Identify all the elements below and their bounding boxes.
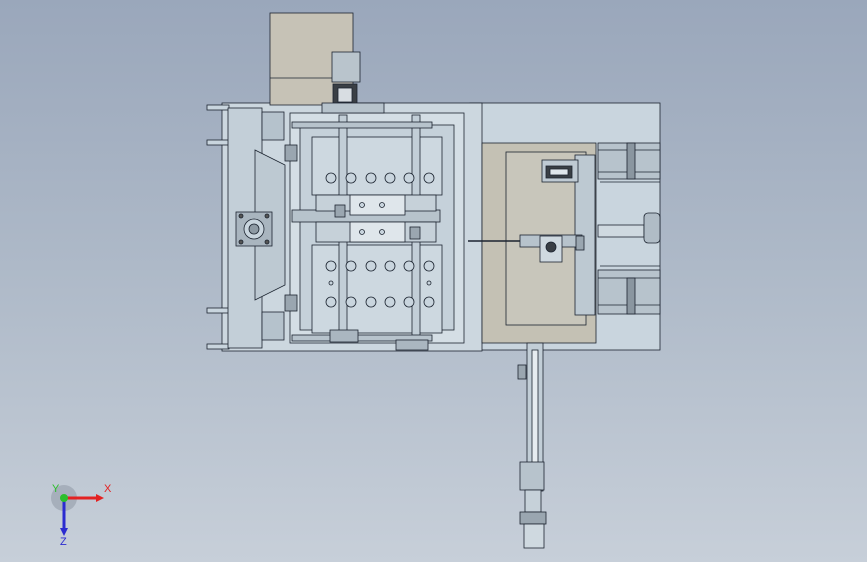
z-axis-label: Z	[60, 536, 67, 548]
y-axis-marker	[60, 494, 68, 502]
hole-pattern	[325, 172, 435, 308]
bottom-actuator[interactable]	[517, 342, 547, 549]
x-axis-label: X	[104, 483, 112, 495]
right-carriage[interactable]	[468, 142, 597, 344]
left-side-brackets[interactable]	[206, 104, 298, 350]
axis-triad: X Y Z	[40, 478, 120, 548]
y-axis-label: Y	[52, 483, 60, 495]
top-motor[interactable]	[269, 12, 385, 114]
center-clamp[interactable]	[291, 194, 441, 243]
